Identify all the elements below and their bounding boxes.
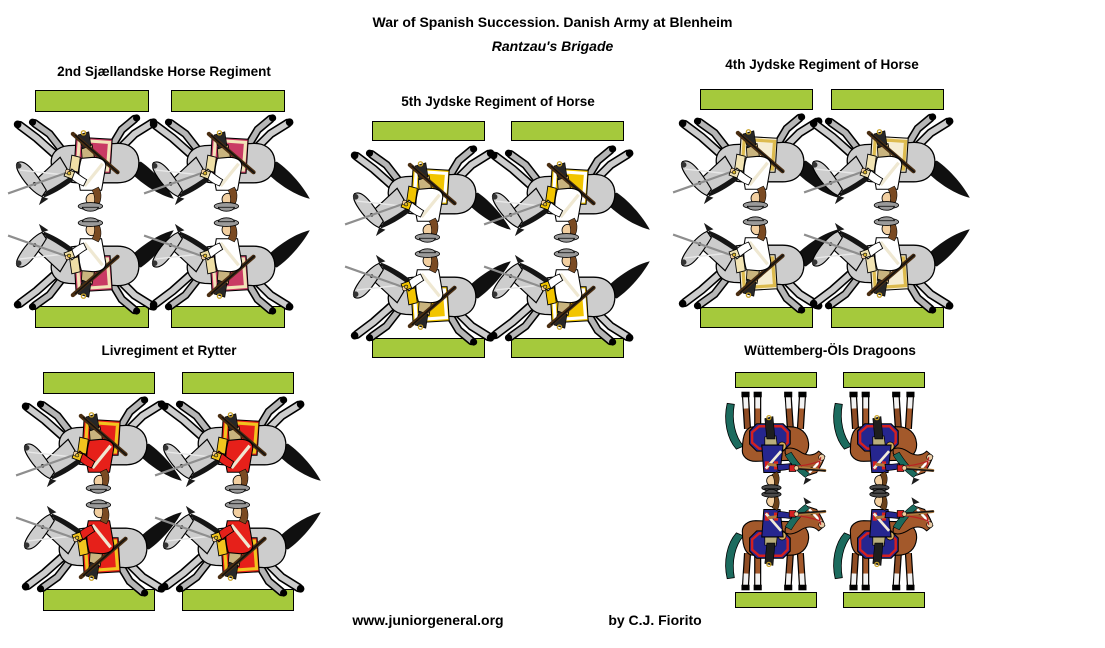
cavalry-stand <box>171 90 285 328</box>
dragoon-stand <box>735 372 817 608</box>
sheet-subtitle: Rantzau's Brigade <box>491 38 614 54</box>
base-strip-top <box>700 89 813 110</box>
cavalry-figure-inverted <box>143 102 313 219</box>
author-credit: by C.J. Fiorito <box>608 612 702 628</box>
cavalry-stand <box>831 89 944 328</box>
cavalry-figure-inverted <box>154 384 324 501</box>
cavalry-figure <box>154 492 324 609</box>
base-strip-top <box>372 121 485 141</box>
base-strip-top <box>43 372 155 394</box>
cavalry-figure <box>143 210 313 327</box>
base-strip-top <box>511 121 624 141</box>
cavalry-stand <box>700 89 813 328</box>
sheet-title: War of Spanish Succession. Danish Army a… <box>372 14 733 30</box>
cavalry-figure-inverted <box>803 101 973 218</box>
cavalry-stand <box>372 121 485 358</box>
base-strip-bottom <box>372 338 485 358</box>
base-strip-top <box>182 372 294 394</box>
regiment-label-2nd-sjaellandske: 2nd Sjællandske Horse Regiment <box>57 64 271 79</box>
cavalry-figure <box>803 209 973 326</box>
regiment-label-livregiment: Livregiment et Rytter <box>101 343 237 358</box>
cavalry-figure <box>483 241 653 358</box>
base-strip-bottom <box>171 306 285 328</box>
base-strip-bottom <box>43 589 155 611</box>
base-strip-bottom <box>843 592 925 608</box>
base-strip-bottom <box>831 307 944 328</box>
base-strip-bottom <box>35 306 149 328</box>
regiment-label-4th-jydske: 4th Jydske Regiment of Horse <box>725 57 919 72</box>
base-strip-top <box>735 372 817 388</box>
dragoon-stand <box>843 372 925 608</box>
regiment-label-wuettemberg-oels: Wüttemberg-Öls Dragoons <box>744 343 916 358</box>
dragoon-figure <box>720 480 832 602</box>
base-strip-bottom <box>700 307 813 328</box>
base-strip-top <box>843 372 925 388</box>
base-strip-bottom <box>511 338 624 358</box>
cavalry-stand <box>511 121 624 358</box>
dragoon-figure <box>828 480 940 602</box>
cavalry-figure-inverted <box>483 133 653 250</box>
base-strip-bottom <box>182 589 294 611</box>
base-strip-top <box>171 90 285 112</box>
regiment-label-5th-jydske: 5th Jydske Regiment of Horse <box>401 94 595 109</box>
cavalry-stand <box>182 372 294 611</box>
base-strip-top <box>35 90 149 112</box>
cavalry-stand <box>43 372 155 611</box>
website-credit: www.juniorgeneral.org <box>352 612 504 628</box>
base-strip-top <box>831 89 944 110</box>
base-strip-bottom <box>735 592 817 608</box>
cavalry-stand <box>35 90 149 328</box>
